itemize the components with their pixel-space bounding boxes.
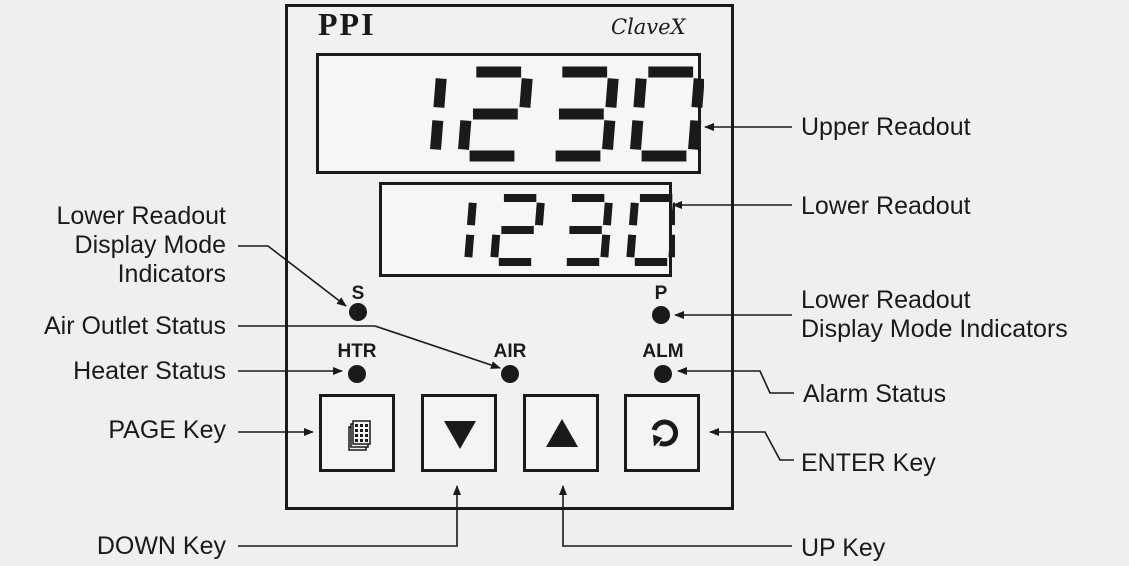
callout-enter-key: ENTER Key bbox=[801, 449, 936, 477]
segment-b bbox=[466, 202, 477, 226]
segment-e bbox=[626, 234, 637, 258]
upper-readout: 1230 bbox=[316, 53, 704, 174]
segment-b bbox=[602, 202, 613, 226]
segment-f bbox=[633, 78, 647, 108]
segment-e bbox=[490, 234, 501, 258]
down-key[interactable] bbox=[421, 394, 497, 472]
brand-logo: PPI bbox=[318, 6, 376, 42]
lower-readout: 1230 bbox=[379, 182, 675, 277]
led-alm bbox=[654, 365, 672, 383]
callout-line-3: Indicators bbox=[117, 260, 226, 288]
segment-b bbox=[691, 78, 704, 108]
segment-c bbox=[688, 120, 702, 150]
model-name: ClaveX bbox=[611, 15, 686, 39]
callout-air-outlet-status: Air Outlet Status bbox=[43, 312, 226, 340]
segment-b bbox=[605, 78, 619, 108]
callout-alarm-status: Alarm Status bbox=[803, 380, 947, 408]
segment-c bbox=[430, 120, 444, 150]
page-key[interactable] bbox=[319, 394, 395, 472]
up-key[interactable] bbox=[523, 394, 599, 472]
segment-b bbox=[519, 78, 533, 108]
indicator-label-p: P bbox=[654, 283, 668, 304]
callout-heater-status: Heater Status bbox=[73, 357, 226, 385]
callout-lower-readout-mode-right: Lower Readout Display Mode Indicators bbox=[801, 286, 1068, 344]
segment-e bbox=[630, 120, 644, 150]
segment-c bbox=[602, 120, 616, 150]
up-arrow-icon bbox=[546, 419, 578, 447]
led-s bbox=[349, 303, 367, 321]
callout-line-1: Lower Readout bbox=[56, 202, 226, 230]
callout-down-key: DOWN Key bbox=[96, 532, 226, 560]
callout-lower-readout-mode-left: Lower Readout Display Mode Indicators bbox=[0, 202, 226, 289]
callout-lower-readout: Lower Readout bbox=[801, 192, 971, 220]
indicator-label-htr: HTR bbox=[337, 341, 377, 362]
segment-c bbox=[600, 234, 611, 258]
callout-upper-readout: Upper Readout bbox=[801, 113, 971, 141]
segment-c bbox=[464, 234, 475, 258]
segment-b bbox=[534, 202, 545, 226]
indicator-label-alm: ALM bbox=[642, 341, 684, 362]
down-arrow-icon bbox=[444, 421, 476, 449]
page-icon bbox=[348, 420, 371, 451]
lower-readout-digits bbox=[464, 194, 675, 266]
led-htr bbox=[348, 365, 366, 383]
callout-line-2: Display Mode Indicators bbox=[801, 315, 1068, 343]
enter-key[interactable] bbox=[624, 394, 700, 472]
segment-e bbox=[458, 120, 472, 150]
callout-page-key: PAGE Key bbox=[108, 416, 226, 444]
callout-line-1: Lower Readout bbox=[801, 286, 971, 314]
segment-c bbox=[668, 234, 675, 258]
indicator-label-s: S bbox=[351, 283, 365, 304]
enter-icon bbox=[651, 419, 679, 447]
led-p bbox=[652, 306, 670, 324]
segment-f bbox=[628, 202, 639, 226]
callout-line-2: Display Mode bbox=[74, 231, 226, 259]
segment-b bbox=[433, 78, 447, 108]
indicator-label-air: AIR bbox=[493, 341, 527, 362]
callout-up-key: UP Key bbox=[801, 534, 886, 562]
upper-readout-digits bbox=[430, 66, 704, 162]
led-air bbox=[501, 365, 519, 383]
